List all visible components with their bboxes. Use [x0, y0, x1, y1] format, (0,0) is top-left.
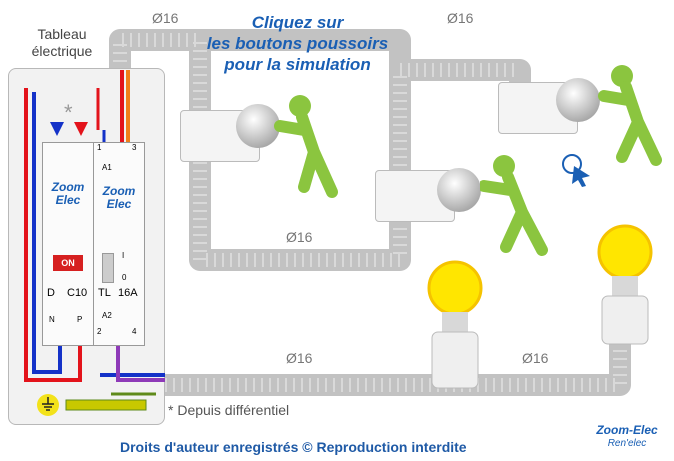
instruction-title: Cliquez sur les boutons poussoirs pour l…: [175, 12, 420, 75]
breaker-rating: C10: [67, 287, 88, 299]
panel-label: Tableau électrique: [31, 26, 93, 59]
figure-pushing-button-1: [274, 95, 338, 198]
relay-rating: 16A: [118, 287, 138, 299]
instruction-line-3: pour la simulation: [224, 55, 371, 74]
relay-terminal: A2: [102, 311, 112, 320]
panel-star: *: [64, 100, 73, 125]
relay-manual-lever[interactable]: [102, 253, 114, 283]
push-button-3[interactable]: [556, 78, 600, 122]
neutral-terminal: N: [49, 315, 55, 324]
relay-terminal: A1: [102, 163, 112, 172]
push-button-1[interactable]: [236, 104, 280, 148]
ground-bar: [37, 392, 156, 416]
zoom-elec-logo: Zoom-Elec Ren'elec: [596, 423, 658, 450]
conduit-label: Ø16: [286, 350, 313, 366]
push-button-2[interactable]: [437, 168, 481, 212]
conduit-label: Ø16: [447, 10, 474, 26]
light-bulb-2: [597, 224, 653, 345]
relay-type: TL: [98, 287, 111, 299]
cursor-click-icon: [562, 154, 590, 187]
breaker-toggle[interactable]: ON: [53, 255, 83, 271]
conduit-label: Ø16: [152, 10, 179, 26]
relay-terminal: 2: [97, 327, 102, 336]
instruction-line-2: les boutons poussoirs: [206, 34, 389, 53]
relay-terminal: 4: [132, 327, 137, 336]
conduit-label: Ø16: [286, 229, 313, 245]
light-bulb-1: [427, 260, 483, 389]
conduit-label: Ø16: [522, 350, 549, 366]
relay-terminal: 3: [132, 143, 137, 152]
phase-terminal: P: [77, 315, 83, 324]
figure-pushing-button-3: [598, 65, 662, 166]
footnote: * Depuis différentiel: [168, 402, 290, 418]
supply-arrows: [50, 122, 88, 136]
instruction-line-1: Cliquez sur: [251, 13, 344, 32]
breaker-type: D: [47, 287, 55, 299]
figure-pushing-button-2: [480, 155, 548, 256]
relay-terminal: 1: [97, 143, 102, 152]
copyright-notice: Droits d'auteur enregistrés © Reproducti…: [120, 439, 467, 455]
